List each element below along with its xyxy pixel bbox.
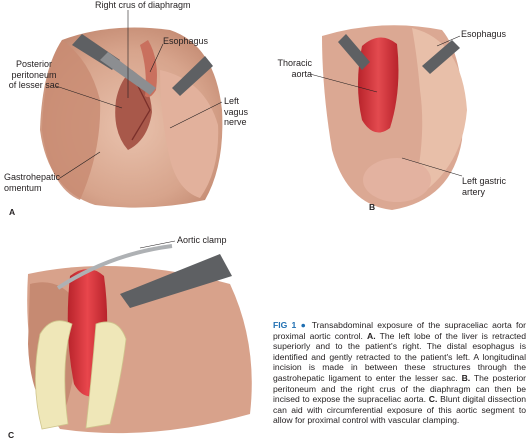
label-esophagus-a: Esophagus (163, 36, 209, 46)
panel-c: Aortic clamp C (0, 224, 268, 444)
esophagus-tissue (412, 28, 467, 200)
glove-finger-right (85, 321, 127, 429)
lesser-sac-window (115, 70, 152, 150)
label-right-crus: Right crus of diaphragm (95, 0, 191, 10)
retractor-right (120, 254, 232, 308)
retractor-right (172, 56, 213, 96)
caption-bullet: ● (300, 320, 308, 330)
label-left-gastric: Left gastric artery (462, 176, 507, 197)
label-esophagus-b: Esophagus (461, 29, 507, 39)
stomach (160, 70, 219, 198)
caption-c-label: C. (428, 394, 438, 405)
panel-b: Thoracic aorta Esophagus Left gastric ar… (262, 0, 530, 222)
panel-letter-c: C (8, 430, 15, 440)
thoracic-aorta (358, 37, 399, 133)
caption-b-text: The posterior peritoneum and the right c… (273, 372, 526, 405)
figure-caption: FIG 1 ● Transabdominal exposure of the s… (273, 320, 526, 426)
label-posterior-peritoneum: Posterior peritoneum of lesser sac (8, 59, 60, 90)
panel-letter-a: A (9, 207, 16, 217)
panel-letter-b: B (369, 202, 376, 212)
panel-b-illustration (309, 25, 467, 211)
label-gastrohepatic: Gastrohepatic omentum (4, 172, 61, 193)
panel-a-illustration (40, 10, 223, 208)
incision-line (131, 81, 151, 141)
caption-a-label: A. (367, 330, 376, 341)
caption-intro: Transabdominal exposure of the supraceli… (273, 320, 527, 341)
caption-c-text: Blunt digital dissection can aid with ci… (273, 394, 527, 426)
retractor-right (422, 40, 460, 74)
liver-lobe (42, 40, 101, 200)
caption-a-text: The left lobe of the liver is retracted … (273, 330, 526, 383)
caption-fig-label: FIG 1 (273, 320, 297, 330)
glove-finger-left (35, 320, 73, 430)
esophagus (140, 40, 157, 98)
aortic-clamp-jaw (56, 244, 173, 290)
left-gastric-area (363, 158, 431, 202)
panel-c-illustration (27, 240, 252, 434)
label-left-vagus: Left vagus nerve (224, 96, 249, 127)
retractor-left (338, 34, 370, 70)
label-aortic-clamp: Aortic clamp (177, 235, 227, 245)
label-thoracic-aorta: Thoracic aorta (277, 58, 312, 79)
panel-a: Right crus of diaphragm Esophagus Poster… (0, 0, 260, 222)
caption-b-label: B. (461, 372, 471, 383)
